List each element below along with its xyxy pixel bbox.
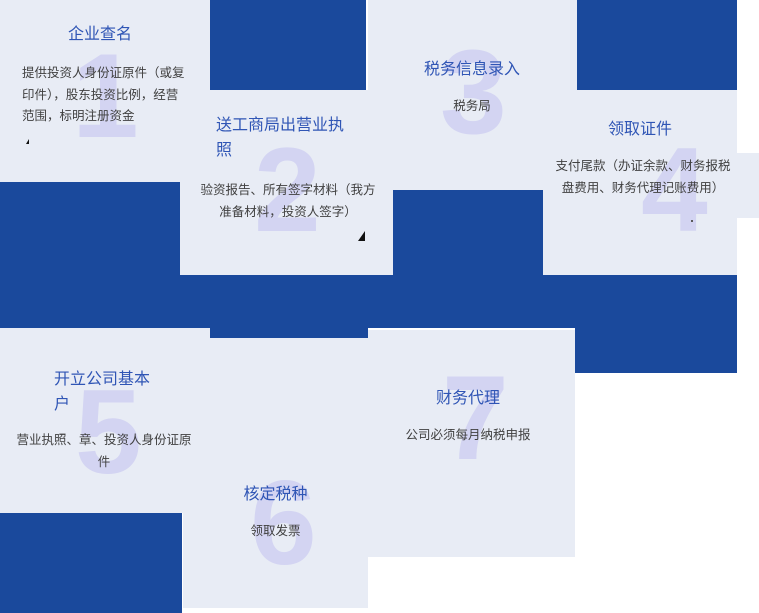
decorative-block-lower-right [575,328,737,373]
step-desc-1: 提供投资人身份证原件（或复印件），股东投资比例，经营范围，标明注册资金 [22,66,185,123]
step-panel-1[interactable]: 1 企业查名 提供投资人身份证原件（或复印件），股东投资比例，经营范围，标明注册… [0,0,210,182]
step-number-2: 2 [254,123,321,257]
step-title-7: 财务代理 [435,390,500,407]
step-title-5: 开立公司基本户 [54,371,151,413]
step-desc-5: 营业执照、章、投资人身份证原件 [16,433,192,469]
step-desc-6: 领取发票 [250,524,301,538]
step-panel-4[interactable]: 4 领取证件 支付尾款（办证余款、财务报税盘费用、财务代理记账费用） [543,90,737,275]
step-panel-3[interactable]: 3 税务信息录入 税务局 [368,0,577,190]
step-title-3: 税务信息录入 [423,61,520,78]
step-panel-2[interactable]: 2 送工商局出营业执照 验资报告、所有签字材料（我方准备材料，投资人签字） [180,90,393,275]
step-title-4: 领取证件 [607,121,672,138]
step-number-7: 7 [442,351,509,485]
step-desc-7: 公司必须每月纳税申报 [405,428,531,442]
pointer-marker-1 [26,139,29,144]
decorative-block-top-2 [576,0,737,90]
step-desc-2: 验资报告、所有签字材料（我方准备材料，投资人签字） [200,183,376,219]
step-title-1: 企业查名 [67,26,132,43]
step-number-6: 6 [250,456,317,590]
decorative-band-middle [0,275,737,328]
step-title-6: 核定税种 [243,486,308,503]
step-panel-5[interactable]: 5 开立公司基本户 营业执照、章、投资人身份证原件 [0,328,210,513]
decorative-block-top-1 [210,0,366,90]
step-desc-4: 支付尾款（办证余款、财务报税盘费用、财务代理记账费用） [555,159,731,195]
step-title-2: 送工商局出营业执照 [216,117,345,159]
step-number-1: 1 [72,29,139,163]
decorative-block-bottom-left [0,513,182,613]
pointer-marker-2 [358,231,365,241]
step-number-5: 5 [75,365,142,499]
step-panel-7[interactable]: 7 财务代理 公司必须每月纳税申报 [368,330,575,557]
step-number-3: 3 [440,25,507,159]
step-panel-6[interactable]: 6 核定税种 领取发票 [183,338,368,608]
step-panel-4-overflow [737,153,759,218]
step-desc-3: 税务局 [453,99,491,113]
pointer-marker-4 [691,220,693,222]
step-number-4: 4 [641,123,708,257]
